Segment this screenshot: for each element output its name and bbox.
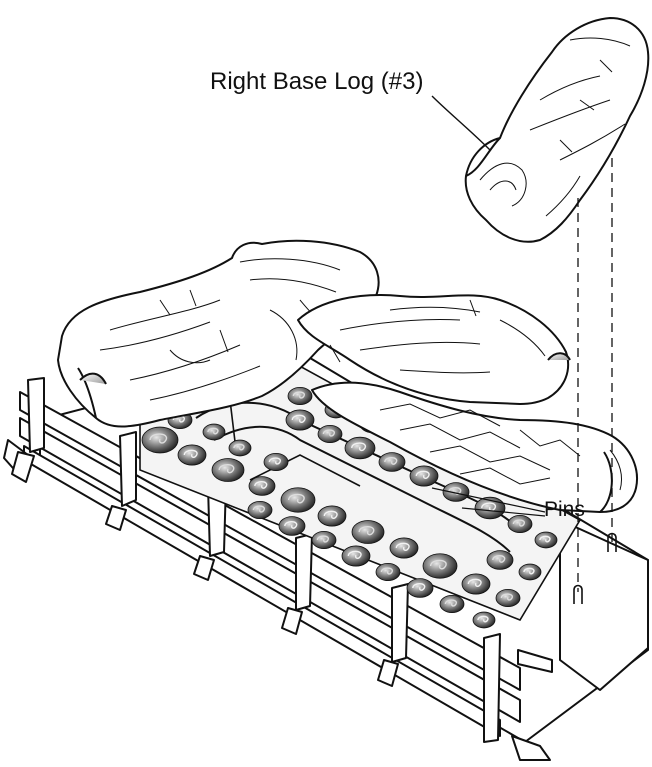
ember-swirl-line xyxy=(287,493,305,504)
ember-swirl-line xyxy=(218,464,235,474)
right-base-log-exploded xyxy=(464,17,650,243)
ember-swirl-line xyxy=(412,583,426,591)
pin-icon xyxy=(607,532,617,552)
ember-swirl-line xyxy=(351,442,367,452)
ember-swirl-line xyxy=(415,470,430,479)
ember-swirl-line xyxy=(539,535,551,543)
right-rear-log xyxy=(297,294,571,405)
ember-swirl-line xyxy=(444,599,457,607)
ember-swirl-line xyxy=(268,457,281,465)
ember-swirl-line xyxy=(395,542,410,551)
ember-swirl-line xyxy=(384,457,398,465)
ember-swirl-line xyxy=(252,505,265,513)
right-rear-log-texture xyxy=(329,299,546,374)
pin-icons xyxy=(573,532,617,604)
ember-swirl-line xyxy=(254,481,268,489)
ember-swirl-line xyxy=(467,578,482,587)
ember-swirl-line xyxy=(477,615,489,623)
ember-swirl-line xyxy=(284,521,298,529)
ember-swirl-line xyxy=(523,567,535,575)
ember-swirl-line xyxy=(292,391,305,399)
ember-swirl-line xyxy=(481,502,497,512)
ember-swirl-line xyxy=(322,429,335,437)
ember-swirl-line xyxy=(323,510,338,519)
ember-swirl-line xyxy=(429,559,447,570)
right-base-log-label: Right Base Log (#3) xyxy=(210,68,424,95)
pins-leaders xyxy=(431,487,546,517)
alignment-lines xyxy=(577,158,613,592)
ember-swirl-line xyxy=(291,414,306,423)
left-log-texture xyxy=(99,258,341,401)
right-base-log-exploded-texture xyxy=(479,37,631,217)
pins-label: Pins xyxy=(544,498,585,521)
ember-swirl-line xyxy=(347,550,362,559)
ember-swirl-line xyxy=(183,449,198,458)
ember-swirl-line xyxy=(512,519,525,527)
ember-swirl-line xyxy=(316,535,329,543)
pin-icon xyxy=(573,584,583,604)
ember-swirl-line xyxy=(207,427,219,435)
right-base-log-installed xyxy=(311,381,638,513)
ember-swirl-line xyxy=(380,567,393,575)
right-base-log-texture xyxy=(379,403,623,491)
ember-swirl-line xyxy=(233,443,245,451)
grate-posts xyxy=(11,377,501,743)
ember-swirl-line xyxy=(492,555,506,563)
right-base-log-leader xyxy=(431,95,491,151)
ember-swirl-line xyxy=(500,593,513,601)
ember-swirl-line xyxy=(149,433,168,444)
ember-swirl-line xyxy=(358,526,375,536)
